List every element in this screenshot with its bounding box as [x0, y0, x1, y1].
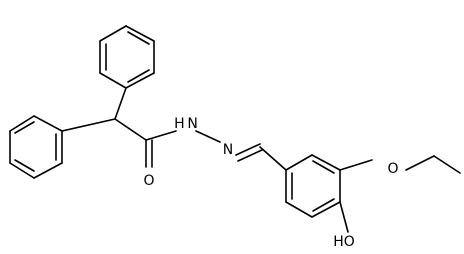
imine-nitrogen-label: N: [223, 142, 233, 158]
backbone-bonds: [61, 87, 287, 171]
carbonyl-oxygen-label: O: [143, 173, 154, 189]
upper-phenyl-ring: [99, 25, 155, 89]
substituent-bonds: [339, 155, 461, 233]
amide-nh-label: H N: [174, 116, 198, 132]
left-phenyl-ring: [9, 115, 63, 179]
ether-oxygen-label: O: [387, 161, 398, 177]
hydroxyl-label: HO: [333, 234, 355, 250]
aryl-ring: [285, 154, 341, 218]
